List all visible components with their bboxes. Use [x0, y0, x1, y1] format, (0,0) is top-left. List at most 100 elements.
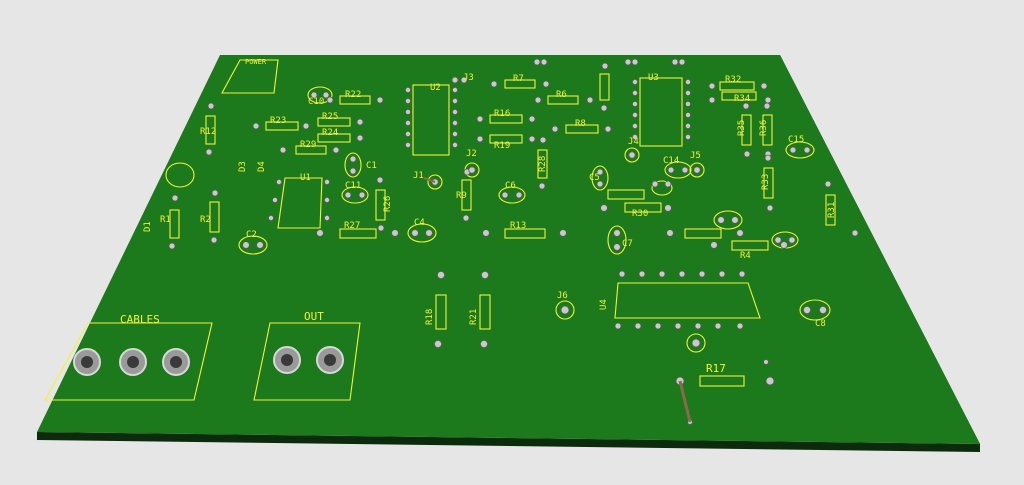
pad — [658, 270, 666, 278]
pad — [691, 338, 701, 348]
pad — [404, 87, 411, 94]
pad — [271, 196, 278, 203]
pad — [780, 241, 788, 249]
pad — [279, 146, 287, 154]
c10-outline — [307, 86, 333, 104]
pad — [528, 115, 536, 123]
label-r36: R36 — [759, 120, 769, 136]
pad — [376, 96, 384, 104]
c4-outline — [407, 223, 437, 243]
pad — [560, 305, 570, 315]
pad — [433, 339, 442, 348]
label-r13: R13 — [510, 221, 526, 231]
pad — [736, 322, 744, 330]
r19-body — [489, 134, 523, 144]
r18-body — [435, 294, 447, 330]
pad — [451, 87, 458, 94]
pad — [774, 236, 782, 244]
r21-body — [479, 294, 491, 330]
pad — [601, 62, 609, 70]
u3-outline — [639, 77, 683, 147]
pad — [252, 122, 260, 130]
c15-outline — [785, 141, 815, 159]
pad — [764, 154, 772, 162]
label-c15: C15 — [788, 135, 804, 145]
out-screw-1-hole — [281, 354, 293, 366]
label-r32: R32 — [725, 75, 741, 85]
label-j2: J2 — [466, 149, 477, 159]
pad — [685, 123, 692, 130]
r17-body — [699, 375, 745, 387]
r34-body — [721, 91, 757, 101]
pad — [540, 58, 548, 66]
r31-body — [825, 194, 836, 226]
pad — [717, 216, 725, 224]
label-c1: C1 — [366, 161, 377, 171]
pad — [490, 80, 498, 88]
cables-connector-outline — [44, 322, 213, 401]
c7-outline — [607, 225, 627, 255]
label-r7: R7 — [513, 74, 524, 84]
pad — [600, 104, 608, 112]
pad — [604, 125, 612, 133]
pad — [344, 191, 352, 199]
pad — [618, 270, 626, 278]
pad — [632, 101, 639, 108]
pad — [789, 146, 797, 154]
label-r8: R8 — [575, 119, 586, 129]
pad — [708, 82, 716, 90]
pad — [404, 98, 411, 105]
pad — [404, 109, 411, 116]
pad — [468, 166, 476, 174]
label-r23: R23 — [270, 116, 286, 126]
pad — [667, 166, 675, 174]
pad — [528, 135, 536, 143]
pad — [743, 150, 751, 158]
pad — [638, 270, 646, 278]
pad — [788, 236, 796, 244]
r1-body — [169, 209, 180, 239]
pad — [479, 339, 488, 348]
cables-screw-3-hole — [170, 356, 182, 368]
pad — [326, 96, 334, 104]
pad — [323, 196, 330, 203]
pads-layer — [168, 58, 859, 425]
out-connector-outline — [253, 322, 361, 401]
c12-outline — [165, 162, 195, 188]
pad — [624, 58, 632, 66]
j1-ring — [427, 174, 443, 190]
pad — [391, 229, 399, 237]
r2-body — [209, 201, 220, 233]
cables-screw-2-hole — [127, 356, 139, 368]
pad — [600, 204, 608, 212]
label-r25: R25 — [322, 112, 338, 122]
jumper-wire-j1 — [423, 177, 436, 183]
pad — [628, 151, 636, 159]
pad — [632, 112, 639, 119]
pad — [651, 180, 659, 188]
pad — [323, 214, 330, 221]
pad — [425, 229, 433, 237]
pad — [586, 96, 594, 104]
pad — [349, 155, 357, 163]
pad — [819, 305, 828, 314]
pad — [613, 243, 621, 251]
pad — [205, 148, 213, 156]
label-c11: C11 — [345, 181, 361, 191]
pad — [765, 376, 775, 386]
r4-body — [731, 240, 769, 251]
pad — [664, 204, 672, 212]
pad — [685, 90, 692, 97]
pad — [411, 229, 419, 237]
pad — [654, 322, 662, 330]
pad — [451, 98, 458, 105]
r38-body — [763, 167, 774, 199]
pad — [596, 180, 604, 188]
r26-body — [375, 189, 386, 221]
pad — [538, 182, 546, 190]
label-u2: U2 — [430, 83, 441, 93]
label-c7: C7 — [622, 239, 633, 249]
pad — [559, 229, 567, 237]
c11-outline — [341, 186, 369, 204]
pad — [760, 82, 768, 90]
